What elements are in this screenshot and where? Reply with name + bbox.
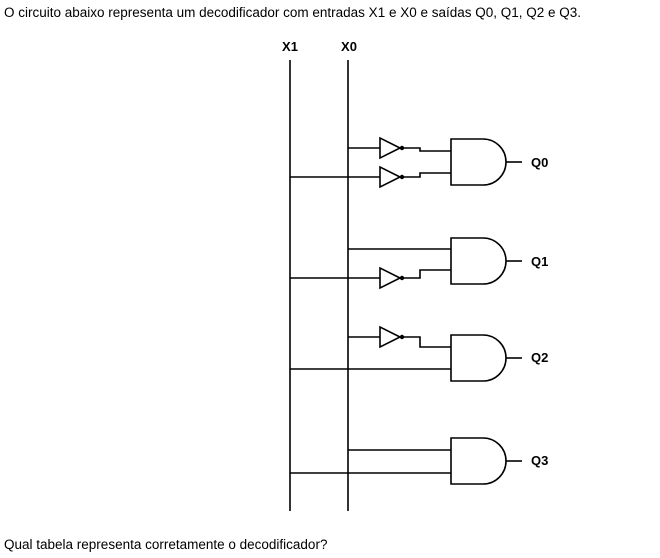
and-gate-q3 <box>450 437 507 485</box>
q0-block: Q0 <box>290 136 548 189</box>
and-gate-q1 <box>450 237 507 285</box>
output-label-q0: Q0 <box>531 155 548 170</box>
and-gate-q0 <box>450 138 507 186</box>
not-gate-x1-q1 <box>379 266 402 290</box>
input-label-x0: X0 <box>341 39 357 54</box>
input-label-x1: X1 <box>282 39 298 54</box>
output-label-q2: Q2 <box>531 350 548 365</box>
not-gate-x0-q0 <box>379 136 402 160</box>
q1-block: Q1 <box>290 237 548 290</box>
output-label-q3: Q3 <box>531 453 548 468</box>
output-label-q1: Q1 <box>531 254 548 269</box>
not-gate-x1-q0 <box>379 165 402 189</box>
q2-block: Q2 <box>290 325 548 382</box>
question-prompt: Qual tabela representa corretamente o de… <box>4 537 328 552</box>
q3-block: Q3 <box>290 437 548 485</box>
not-gate-x0-q2 <box>379 325 402 349</box>
question-intro: O circuito abaixo representa um decodifi… <box>4 5 582 20</box>
and-gate-q2 <box>450 334 507 382</box>
